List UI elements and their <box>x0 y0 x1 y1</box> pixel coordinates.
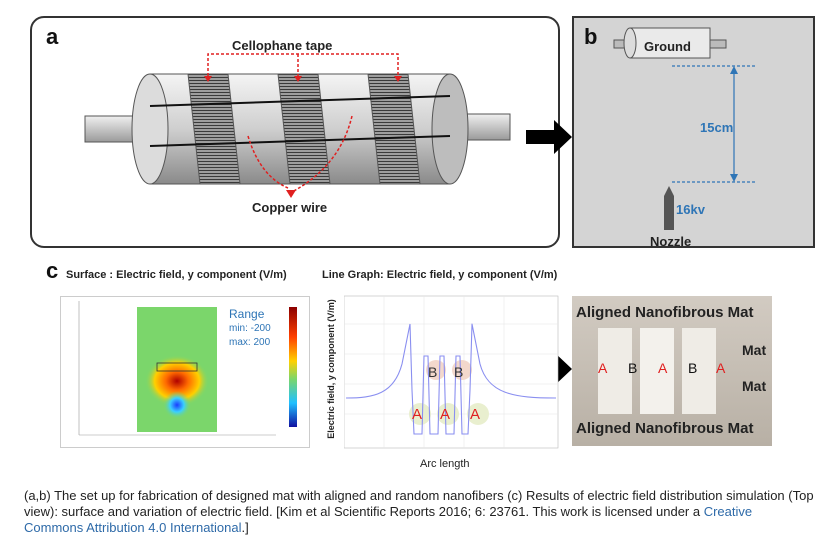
electrospinning-setup-illustration <box>613 27 757 230</box>
line-letter-b-1: B <box>428 364 438 380</box>
cellophane-line-bottom <box>149 135 451 147</box>
drum-left-end <box>131 73 169 185</box>
ground-label: Ground <box>644 39 691 54</box>
line-graph-ylabel: Electric field, y component (V/m) <box>326 299 336 439</box>
arrowhead-1 <box>204 76 212 82</box>
line-graph-title: Line Graph: Electric field, y component … <box>322 269 558 281</box>
photo-letter-a-2: A <box>658 360 668 376</box>
line-letter-a-1: A <box>412 406 423 423</box>
range-min: min: -200 <box>229 323 271 334</box>
nozzle-label: Nozzle <box>650 234 692 249</box>
tape-annotation-lines <box>207 53 399 76</box>
range-title: Range <box>229 307 265 321</box>
arrow-a-to-b <box>526 120 572 154</box>
photo-letter-b-2: B <box>688 360 698 376</box>
license-link[interactable]: Creative Commons Attribution 4.0 Interna… <box>24 504 753 535</box>
photo-side-top: Mat <box>742 342 767 358</box>
line-graph-canvas <box>344 295 559 449</box>
mat-photo: Aligned Nanofibrous Mat Aligned Nanofibr… <box>572 296 772 446</box>
photo-letter-a-3: A <box>716 360 726 376</box>
photo-letter-b-1: B <box>628 360 638 376</box>
drum-right-end <box>431 73 469 185</box>
distance-label: 15cm <box>700 120 734 135</box>
line-letter-b-2: B <box>454 364 464 380</box>
line-letter-a-3: A <box>470 406 481 423</box>
wire-band-1 <box>187 73 241 185</box>
photo-letter-a-1: A <box>598 360 608 376</box>
voltage-label: 16kv <box>676 202 705 217</box>
caption-text: (a,b) The set up for fabrication of desi… <box>24 488 814 519</box>
line-graph-xlabel: Arc length <box>420 458 470 470</box>
wire-curve-left <box>247 135 289 189</box>
range-max: max: 200 <box>229 337 271 348</box>
wire-curve-right <box>291 115 353 193</box>
copper-wire-label: Copper wire <box>252 200 328 215</box>
cellophane-tape-label: Cellophane tape <box>232 38 333 53</box>
roller-drum-illustration <box>84 53 511 198</box>
panel-b-label: b <box>584 24 598 49</box>
arrowhead-3 <box>394 76 402 82</box>
arrowhead-2 <box>294 76 302 82</box>
caption-end: .] <box>241 520 249 535</box>
panel-a-label: a <box>46 24 59 49</box>
photo-side-bottom: Mat <box>742 378 767 394</box>
wire-band-3 <box>367 73 421 185</box>
surface-plot-title: Surface : Electric field, y component (V… <box>66 269 287 281</box>
wire-arrowhead <box>286 190 296 198</box>
line-graph: Electric field, y component (V/m) B B A … <box>320 294 562 474</box>
surface-plot-canvas <box>78 301 297 436</box>
cellophane-line-top <box>149 95 451 107</box>
surface-plot: Range min: -200 max: 200 <box>60 296 310 448</box>
photo-header-label: Aligned Nanofibrous Mat <box>576 304 754 321</box>
figure-caption: (a,b) The set up for fabrication of desi… <box>24 488 814 536</box>
photo-footer-label: Aligned Nanofibrous Mat <box>576 420 754 437</box>
line-letter-a-2: A <box>440 406 451 423</box>
panel-c-label: c <box>46 258 59 283</box>
